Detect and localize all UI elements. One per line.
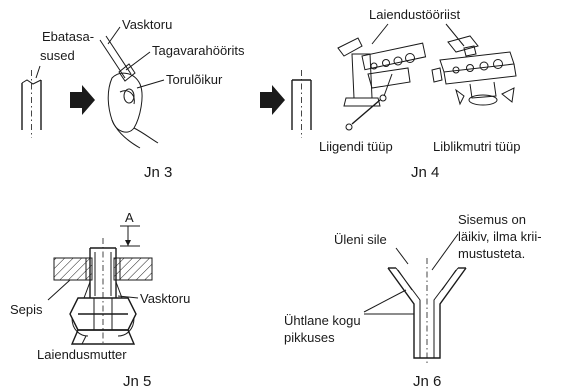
label-sis2: läikiv, ilma krii- — [458, 229, 542, 244]
label-liblik: Liblikmutri tüüp — [433, 139, 520, 154]
leader-vasktoru-jn5 — [117, 295, 139, 299]
caption-jn6: Jn 6 — [413, 373, 441, 390]
label-vasktoru-jn5: Vasktoru — [140, 291, 190, 306]
figure-jn3: Ebatasa- sused Vasktoru Tagavarahöörits … — [21, 17, 312, 181]
figure-jn6: Üleni sile Sisemus on läikiv, ilma krii-… — [284, 212, 542, 390]
caption-jn3: Jn 3 — [144, 164, 172, 181]
pipe-cutter-icon — [99, 35, 159, 149]
label-torul: Torulõikur — [166, 72, 223, 87]
label-sused: sused — [40, 48, 75, 63]
hinge-type-flaring-tool — [337, 37, 427, 131]
figure-jn5: A Sepis — [10, 210, 190, 390]
label-sis1: Sisemus on — [458, 212, 526, 227]
leader-tool-left — [371, 23, 389, 45]
wing-nut-type-flaring-tool — [431, 35, 517, 106]
arrow-down-icon — [125, 240, 131, 246]
label-tool: Laiendustööriist — [369, 7, 460, 22]
flared-pipe — [387, 258, 467, 364]
label-sepis: Sepis — [10, 302, 43, 317]
leader-laiendus — [81, 335, 87, 345]
label-uht2: pikkuses — [284, 330, 335, 345]
label-uht1: Ühtlane kogu — [284, 313, 361, 328]
arrow-right-icon — [260, 85, 285, 115]
leader-uleni — [395, 247, 409, 265]
leader-sisemus — [431, 233, 459, 271]
figure-jn4: Laiendustööriist — [319, 7, 520, 181]
arrow-right-icon — [70, 85, 95, 115]
label-ebatasa: Ebatasa- — [42, 29, 94, 44]
flare-nut — [69, 297, 137, 345]
leader-uhtlane-a — [363, 289, 407, 313]
label-laiendus: Laiendusmutter — [37, 347, 127, 362]
label-vasktoru-jn3: Vasktoru — [122, 17, 172, 32]
label-liigendi: Liigendi tüüp — [319, 139, 393, 154]
cut-pipe-end — [291, 70, 312, 138]
caption-jn5: Jn 5 — [123, 373, 151, 390]
leader-vasktoru — [107, 26, 121, 45]
uneven-pipe-end — [21, 70, 42, 138]
label-sis3: mustusteta. — [458, 246, 525, 261]
leader-tool-right — [445, 23, 465, 47]
caption-jn4: Jn 4 — [411, 164, 439, 181]
label-uleni: Üleni sile — [334, 232, 387, 247]
label-tagavara: Tagavarahöörits — [152, 43, 245, 58]
label-a: A — [125, 210, 134, 225]
leader-tagavara — [125, 51, 151, 71]
leader-uneven — [35, 65, 41, 79]
leader-sepis — [47, 279, 71, 301]
leader-torul — [136, 79, 165, 89]
